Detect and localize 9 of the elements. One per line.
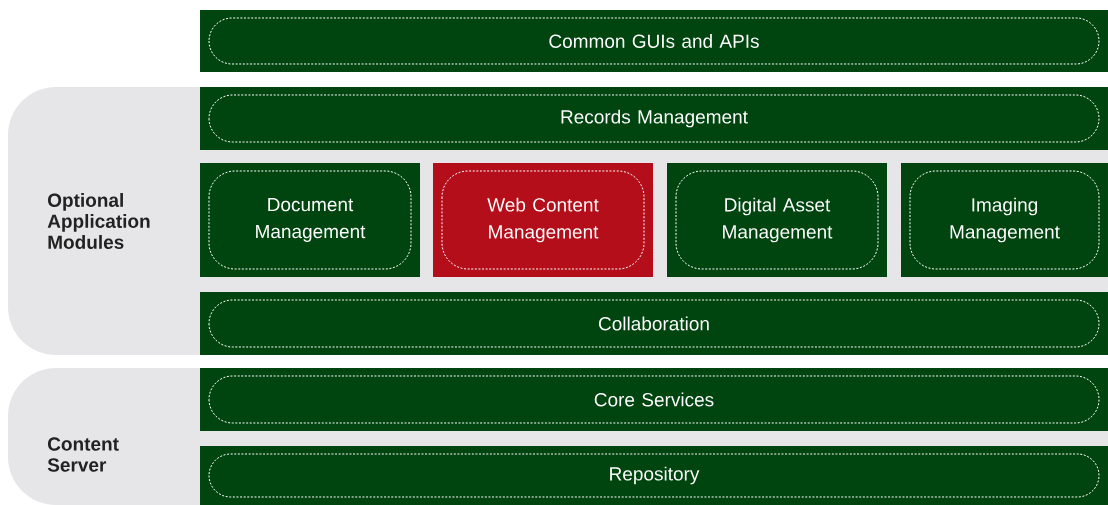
module-box: Common GUIs and APIs [200,10,1108,72]
module-box: Records Management [200,87,1108,150]
module-box: Digital Asset Management [667,163,887,277]
module-box: Document Management [200,163,420,277]
module-box: Repository [200,446,1108,505]
module-box: Imaging Management [901,163,1108,277]
module-box: Core Services [200,368,1108,431]
module-box: Collaboration [200,292,1108,355]
module-box: Web Content Management [433,163,653,277]
